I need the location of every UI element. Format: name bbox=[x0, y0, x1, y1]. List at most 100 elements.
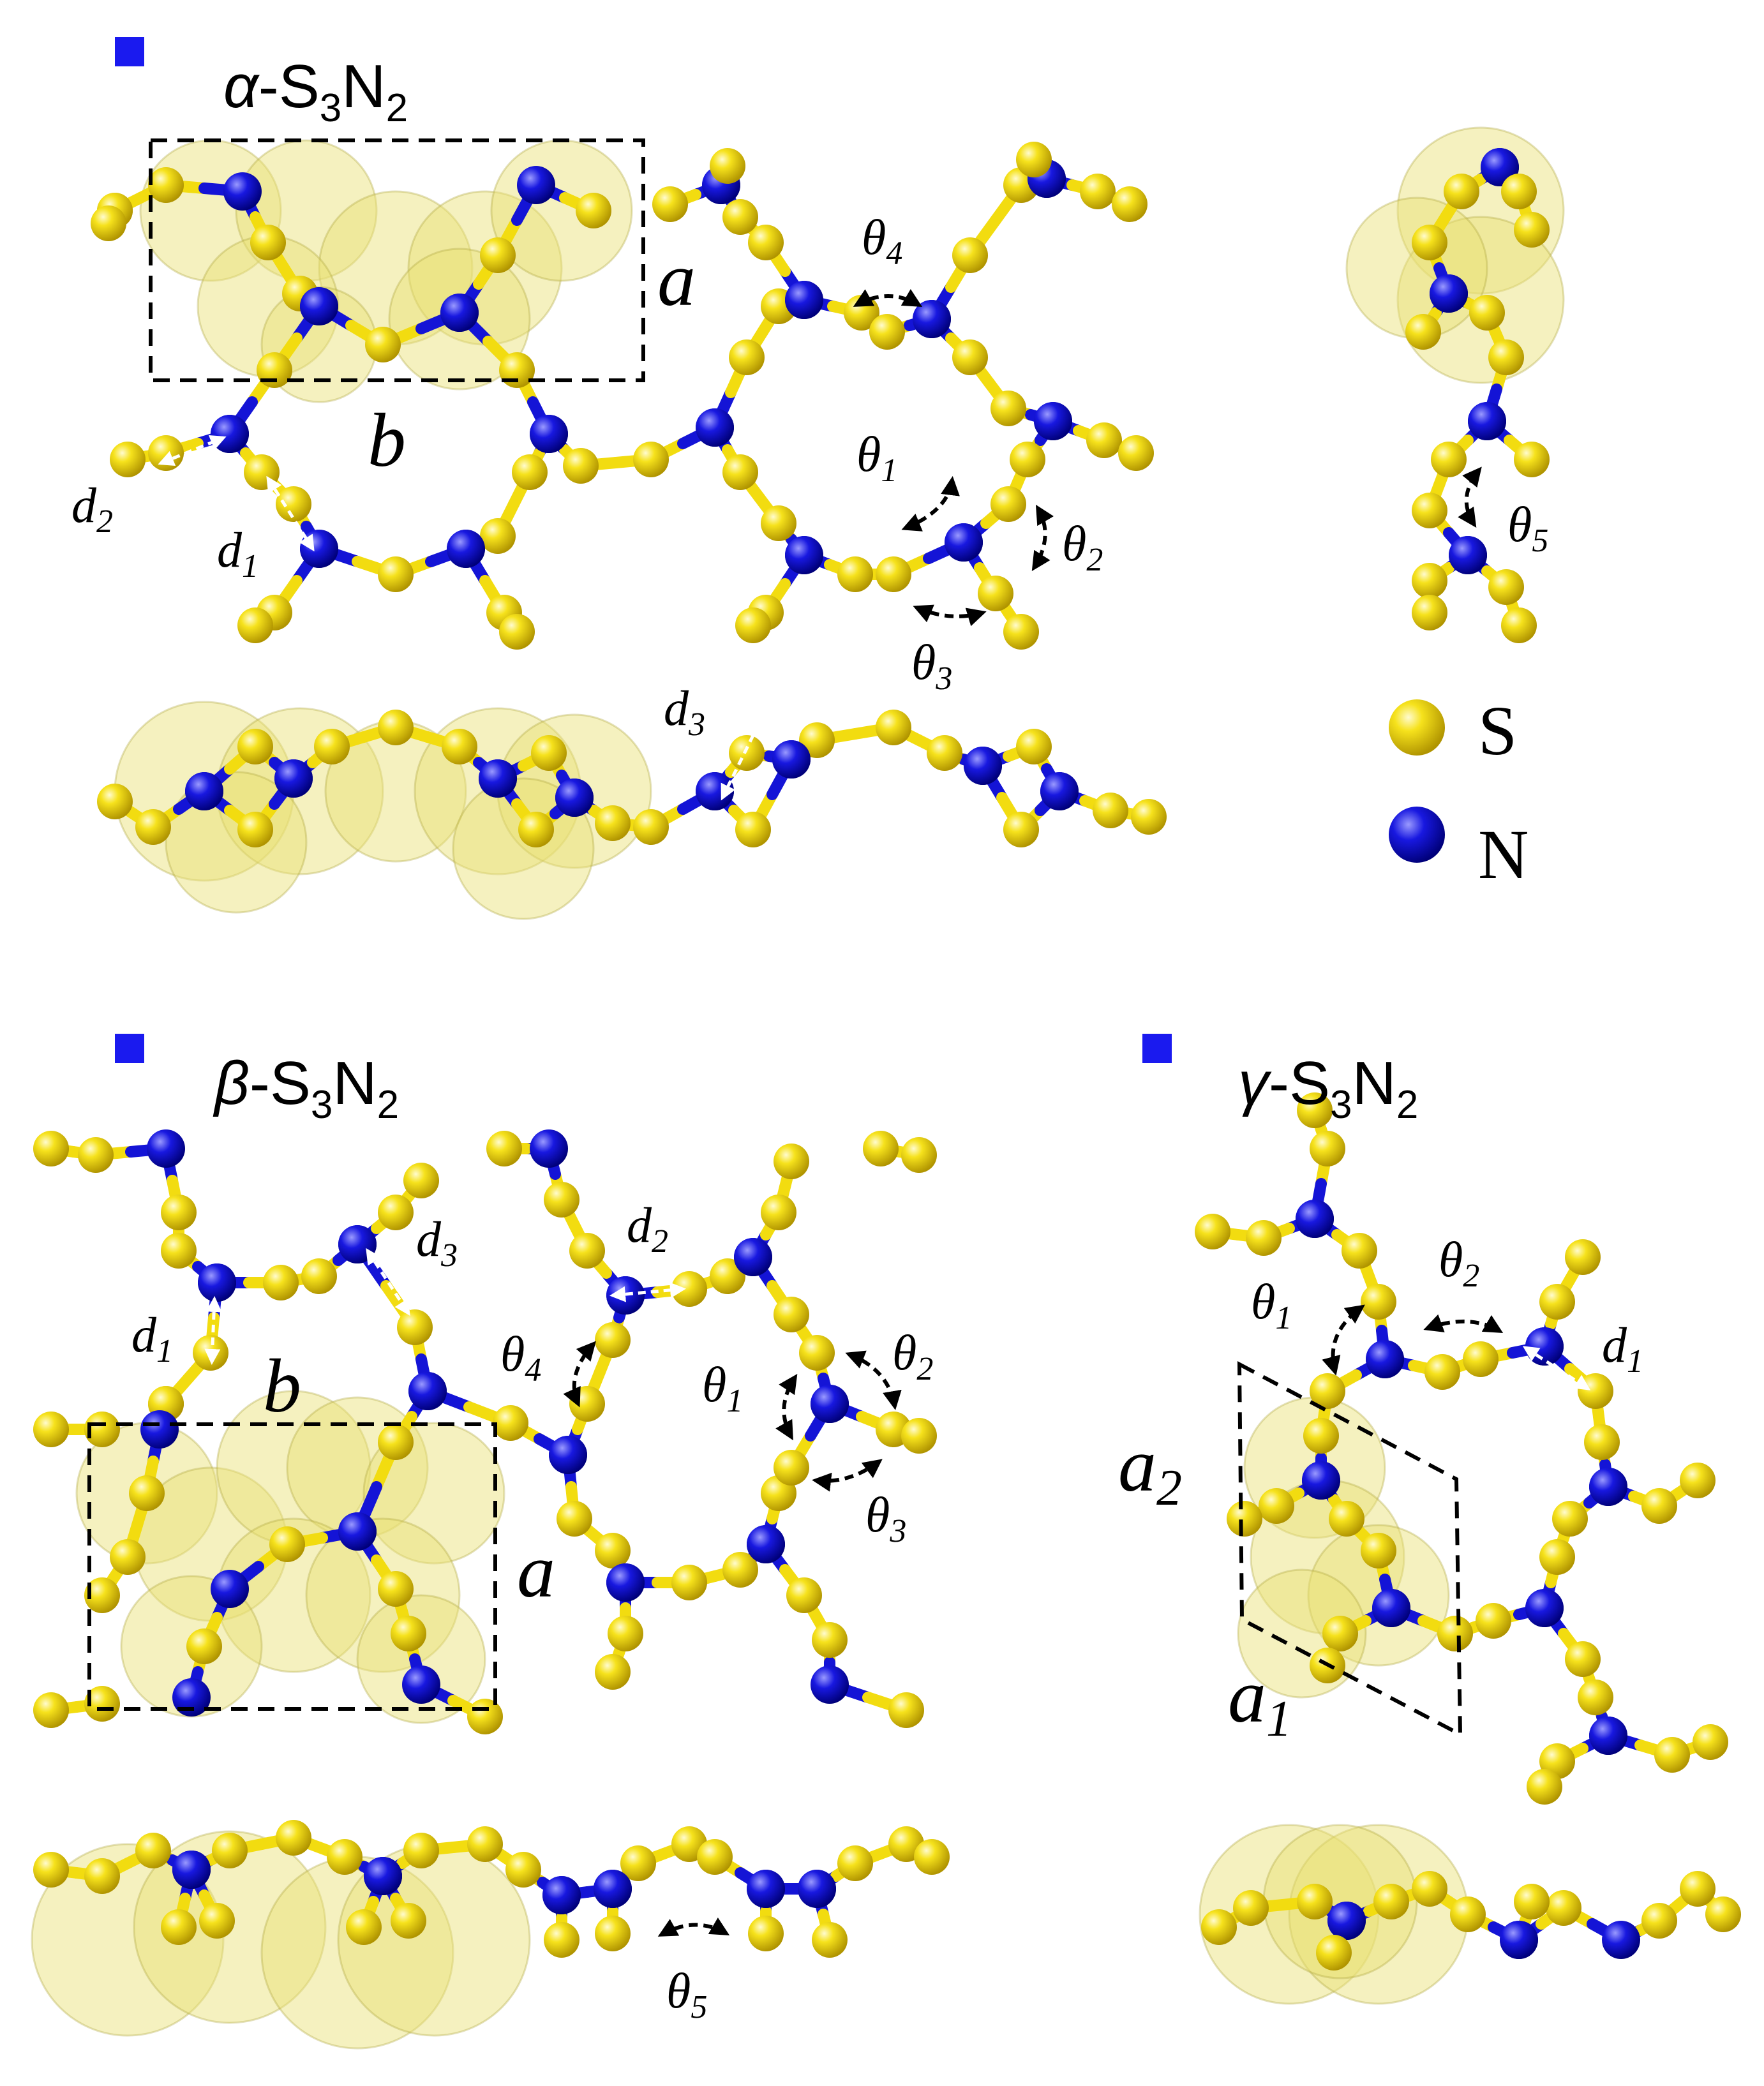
sulfur-atom bbox=[129, 1475, 165, 1511]
beta-title-marker bbox=[115, 1034, 144, 1063]
nitrogen-atom bbox=[185, 772, 223, 810]
sulfur-atom bbox=[499, 352, 535, 388]
geometry-labels: θ4 θ1 θ2 θ3 θ5 d2 d1 d3 d1 d3 d2 θ4 θ1 θ… bbox=[71, 209, 1643, 2025]
sulfur-atom bbox=[799, 722, 835, 758]
beta-d1-arrow bbox=[204, 1296, 222, 1365]
sulfur-atom bbox=[595, 1322, 631, 1358]
sulfur-atom bbox=[901, 1137, 937, 1173]
nitrogen-atom bbox=[696, 772, 734, 810]
sulfur-atom bbox=[869, 314, 905, 350]
sulfur-atom bbox=[33, 1412, 69, 1447]
sulfur-atom bbox=[1003, 812, 1039, 847]
nitrogen-atom bbox=[1302, 1461, 1340, 1500]
sulfur-atom bbox=[212, 1833, 248, 1868]
nitrogen-atom bbox=[517, 166, 555, 204]
sulfur-atom bbox=[237, 812, 273, 847]
legend-sulfur-label: S bbox=[1478, 692, 1517, 770]
sulfur-atom bbox=[697, 1839, 733, 1875]
sulfur-atom bbox=[403, 1163, 439, 1198]
sulfur-atom bbox=[84, 1577, 120, 1613]
sulfur-atom bbox=[1514, 212, 1550, 248]
alpha-d2-label: d2 bbox=[71, 477, 113, 540]
sulfur-atom bbox=[990, 391, 1026, 426]
sulfur-atom bbox=[1514, 1884, 1550, 1919]
alpha-theta5-arrow bbox=[1458, 466, 1482, 528]
sulfur-atom bbox=[671, 1565, 707, 1600]
sulfur-atom bbox=[748, 1916, 784, 1951]
sulfur-atom bbox=[595, 1533, 631, 1568]
nitrogen-atom bbox=[1327, 1902, 1366, 1940]
sulfur-atom bbox=[1246, 1220, 1282, 1256]
nitrogen-atom bbox=[408, 1372, 447, 1410]
sulfur-atom bbox=[710, 1258, 745, 1294]
sulfur-atom bbox=[161, 1233, 197, 1269]
sulfur-atom bbox=[1086, 422, 1122, 458]
sulfur-atom bbox=[595, 805, 631, 841]
sulfur-atom bbox=[84, 1858, 120, 1894]
nitrogen-atom bbox=[530, 415, 568, 453]
nitrogen-atom bbox=[440, 294, 479, 332]
sulfur-atom bbox=[365, 327, 401, 362]
nitrogen-atom bbox=[811, 1385, 849, 1423]
sulfur-atom bbox=[1412, 595, 1447, 630]
nitrogen-atom bbox=[913, 300, 951, 338]
beta-theta4-label: θ4 bbox=[500, 1326, 541, 1389]
sulfur-atom bbox=[378, 1571, 414, 1607]
sulfur-atom bbox=[1469, 295, 1505, 331]
sulfur-atom bbox=[1405, 314, 1441, 350]
sulfur-atom bbox=[1565, 1641, 1601, 1677]
beta-theta5-label: θ5 bbox=[666, 1963, 707, 2025]
nitrogen-atom bbox=[785, 281, 823, 319]
sulfur-atom bbox=[1514, 442, 1550, 477]
sulfur-atom bbox=[442, 729, 477, 764]
beta-d3-label: d3 bbox=[416, 1211, 458, 1274]
nitrogen-atom bbox=[606, 1563, 645, 1602]
sulfur-atom bbox=[544, 1922, 579, 1958]
sulfur-atom bbox=[595, 1916, 631, 1951]
sulfur-atom bbox=[1310, 1373, 1345, 1409]
sulfur-atom bbox=[486, 1131, 522, 1166]
sulfur-atom bbox=[467, 1699, 503, 1734]
nitrogen-atom bbox=[211, 1570, 249, 1608]
sulfur-atom bbox=[927, 735, 962, 771]
alpha-lattice-b: b bbox=[368, 398, 406, 482]
sulfur-atom bbox=[1016, 142, 1052, 177]
alpha-d3-label: d3 bbox=[664, 680, 705, 743]
sulfur-atom bbox=[1112, 186, 1147, 222]
sulfur-atom bbox=[327, 1839, 363, 1875]
sulfur-atom bbox=[391, 1616, 426, 1651]
gamma-d1-label: d1 bbox=[1602, 1317, 1643, 1380]
nitrogen-atom bbox=[811, 1665, 849, 1704]
nitrogen-atom bbox=[734, 1238, 772, 1276]
gamma-lattice-a2: a2 bbox=[1118, 1422, 1182, 1516]
alpha-theta2-label: θ2 bbox=[1062, 516, 1103, 578]
sulfur-atom bbox=[148, 167, 184, 203]
nitrogen-atom bbox=[198, 1263, 236, 1302]
beta-theta3-arrow bbox=[812, 1459, 883, 1492]
sulfur-atom bbox=[161, 1909, 197, 1945]
alpha-theta3-arrow bbox=[913, 604, 987, 627]
sulfur-atom bbox=[1705, 1896, 1741, 1932]
gamma-theta2-label: θ2 bbox=[1439, 1232, 1479, 1294]
panel-titles: α-S3N2 β-S3N2 γ-S3N2 bbox=[115, 37, 1418, 1127]
nitrogen-atom bbox=[798, 1870, 836, 1908]
alpha-theta3-label: θ3 bbox=[911, 634, 952, 697]
beta-theta5-arrow bbox=[657, 1917, 730, 1937]
gamma-unit-cell bbox=[1237, 1360, 1463, 1738]
sulfur-atom bbox=[722, 454, 758, 490]
beta-theta3-label: θ3 bbox=[865, 1487, 906, 1549]
alpha-title: α-S3N2 bbox=[223, 52, 408, 130]
sulfur-atom bbox=[493, 1405, 528, 1441]
sulfur-atom bbox=[1303, 1418, 1339, 1454]
beta-d2-label: d2 bbox=[627, 1197, 668, 1260]
sulfur-atom bbox=[722, 1552, 758, 1588]
nitrogen-atom bbox=[772, 740, 811, 779]
alpha-theta4-arrow bbox=[853, 288, 923, 308]
sulfur-atom bbox=[1539, 1284, 1575, 1320]
sulfur-atom bbox=[148, 435, 184, 471]
sulfur-atom bbox=[774, 1144, 809, 1179]
sulfur-atom bbox=[91, 205, 126, 241]
sulfur-atom bbox=[1093, 793, 1128, 828]
sulfur-atom bbox=[199, 1903, 235, 1939]
sulfur-atom bbox=[1501, 174, 1537, 209]
